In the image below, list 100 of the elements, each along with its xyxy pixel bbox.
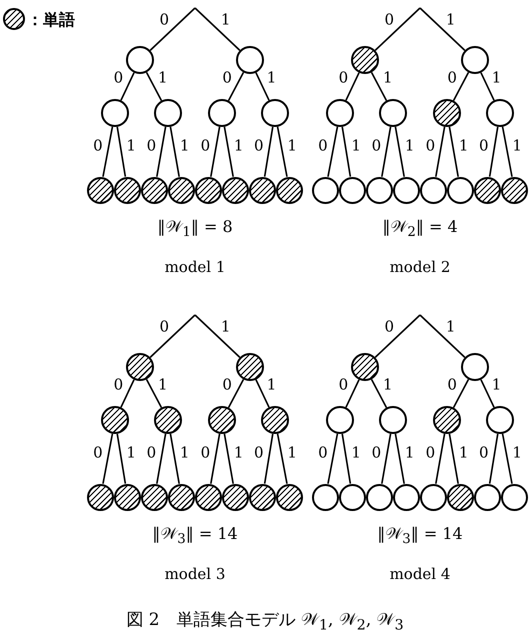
tree-node-circle [420,484,447,510]
branch-label: 0 [424,138,436,154]
branch-label: 0 [317,445,329,460]
word-node-circle [154,406,182,434]
branch-line [264,434,274,484]
word-node-circle [87,176,114,204]
word-node-circle [126,353,154,381]
branch-line [224,434,234,484]
branch-line [370,379,388,408]
branch-line [276,126,288,177]
word-node-circle [351,46,379,74]
size-label: ‖𝒲$_{2}$‖ = 4 [382,217,458,240]
branch-line [374,314,421,358]
branch-line [150,314,196,358]
branch-line [448,126,459,177]
tree-node-circle [101,99,129,127]
branch-line [419,7,466,51]
tree-node-circle [474,484,501,510]
branch-label: 0 [253,138,265,154]
branch-label: 0 [112,70,124,86]
branch-label: 0 [158,320,170,335]
word-node-circle [195,484,222,510]
word-node-circle [141,484,168,510]
branch-label: 1 [286,445,298,460]
branch-label: 0 [446,377,458,392]
branch-line [116,126,126,177]
branch-label: 0 [253,446,265,461]
word-node-circle [433,406,461,434]
tree-node-circle [126,46,154,74]
branch-label: 0 [112,378,124,393]
tree-node-circle [366,176,393,204]
branch-line [327,126,338,177]
word-node-circle [141,176,168,204]
tree-node-circle [366,484,393,510]
tree-node-circle [393,484,420,510]
tree-node-circle [261,99,289,127]
branch-label: 0 [370,446,382,461]
tree-node-circle [420,176,447,204]
tree-node-circle [393,176,420,204]
branch-line [146,72,162,101]
word-node-circle [168,176,195,204]
branch-line [381,434,392,484]
word-node-circle [168,484,195,510]
legend-label: ：単語 [27,10,75,31]
word-node-circle [447,484,474,510]
branch-line [210,126,220,177]
tree-node-circle [339,176,366,204]
branch-line [224,126,234,177]
branch-label: 0 [446,70,458,86]
branch-line [345,379,360,408]
word-node-circle [261,406,289,434]
branch-line [435,126,446,177]
word-node-circle [236,353,264,381]
branch-line [255,72,270,101]
branch-line [370,72,388,101]
word-node-circle [87,484,114,510]
word-node-circle [351,353,379,381]
branch-line [480,72,495,101]
word-node-circle [195,176,222,204]
branch-label: 0 [200,446,212,461]
tree-node-circle [154,99,182,127]
branch-line [341,434,352,484]
word-node-circle [249,484,276,510]
branch-line [419,314,466,358]
branch-line [488,126,499,177]
branch-line [210,434,220,484]
branch-line [170,434,180,484]
branch-line [341,126,352,177]
caption: 図 2 単語集合モデル 𝒲$_{1}$, 𝒲$_{2}$, 𝒲$_{3}$ [126,609,404,634]
branch-line [374,7,421,51]
branch-line [264,126,274,177]
branch-line [381,126,392,177]
model-label: model 4 [390,565,450,583]
branch-line [194,314,240,358]
word-node-circle [433,99,461,127]
branch-label: 0 [338,378,350,393]
word-node-circle [474,176,501,204]
branch-label: 1 [286,138,298,154]
model-label: model 2 [390,258,450,276]
branch-line [488,434,499,484]
branch-line [394,434,405,484]
word-node-circle [276,176,303,204]
branch-line [116,434,126,484]
branch-line [435,434,446,484]
tree-node-circle [379,406,407,434]
branch-line [502,434,513,484]
tree-node-circle [379,99,407,127]
branch-label: 0 [221,377,233,392]
branch-line [448,434,459,484]
size-label: ‖𝒲$_{1}$‖ = 8 [157,217,233,240]
branch-line [327,434,338,484]
branch-line [345,72,360,101]
branch-label: 0 [221,70,233,86]
branch-line [194,7,240,51]
model-label: model 1 [164,258,226,276]
branch-line [502,126,513,177]
branch-line [156,126,166,177]
branch-label: 0 [384,320,396,335]
branch-line [480,379,495,408]
branch-label: 0 [146,138,158,154]
